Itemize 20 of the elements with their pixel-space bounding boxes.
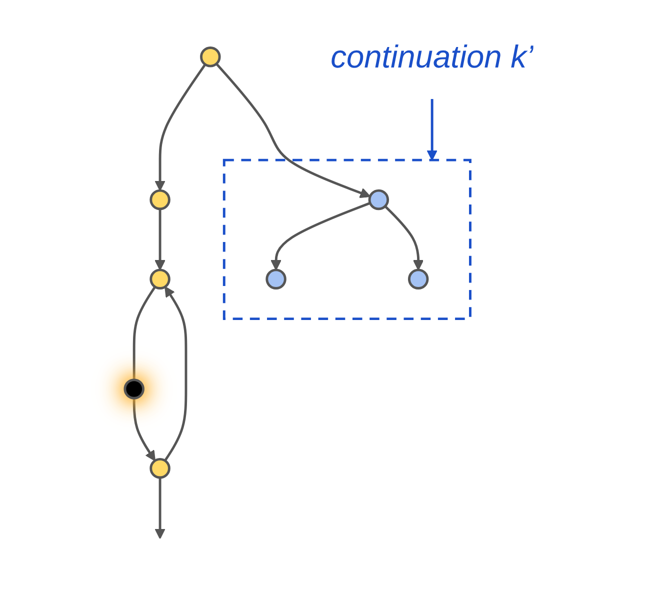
arrow xyxy=(164,286,187,462)
arrow xyxy=(154,208,165,270)
node-circle xyxy=(407,268,428,290)
cluster xyxy=(222,158,471,320)
connector xyxy=(132,286,156,380)
node-text: continuation k’ xyxy=(330,38,534,75)
node-circle xyxy=(149,268,170,290)
node-circle xyxy=(200,46,220,68)
node-circle xyxy=(149,189,170,210)
arrow xyxy=(384,205,424,270)
node-circle xyxy=(123,378,144,400)
node-circle xyxy=(149,458,170,479)
arrow xyxy=(426,99,437,161)
arrow xyxy=(215,62,370,198)
arrow xyxy=(132,398,156,462)
node-circle xyxy=(265,268,286,290)
arrow xyxy=(154,478,165,540)
arrow xyxy=(270,202,370,270)
node-circle xyxy=(368,189,389,210)
arrow xyxy=(154,64,206,192)
